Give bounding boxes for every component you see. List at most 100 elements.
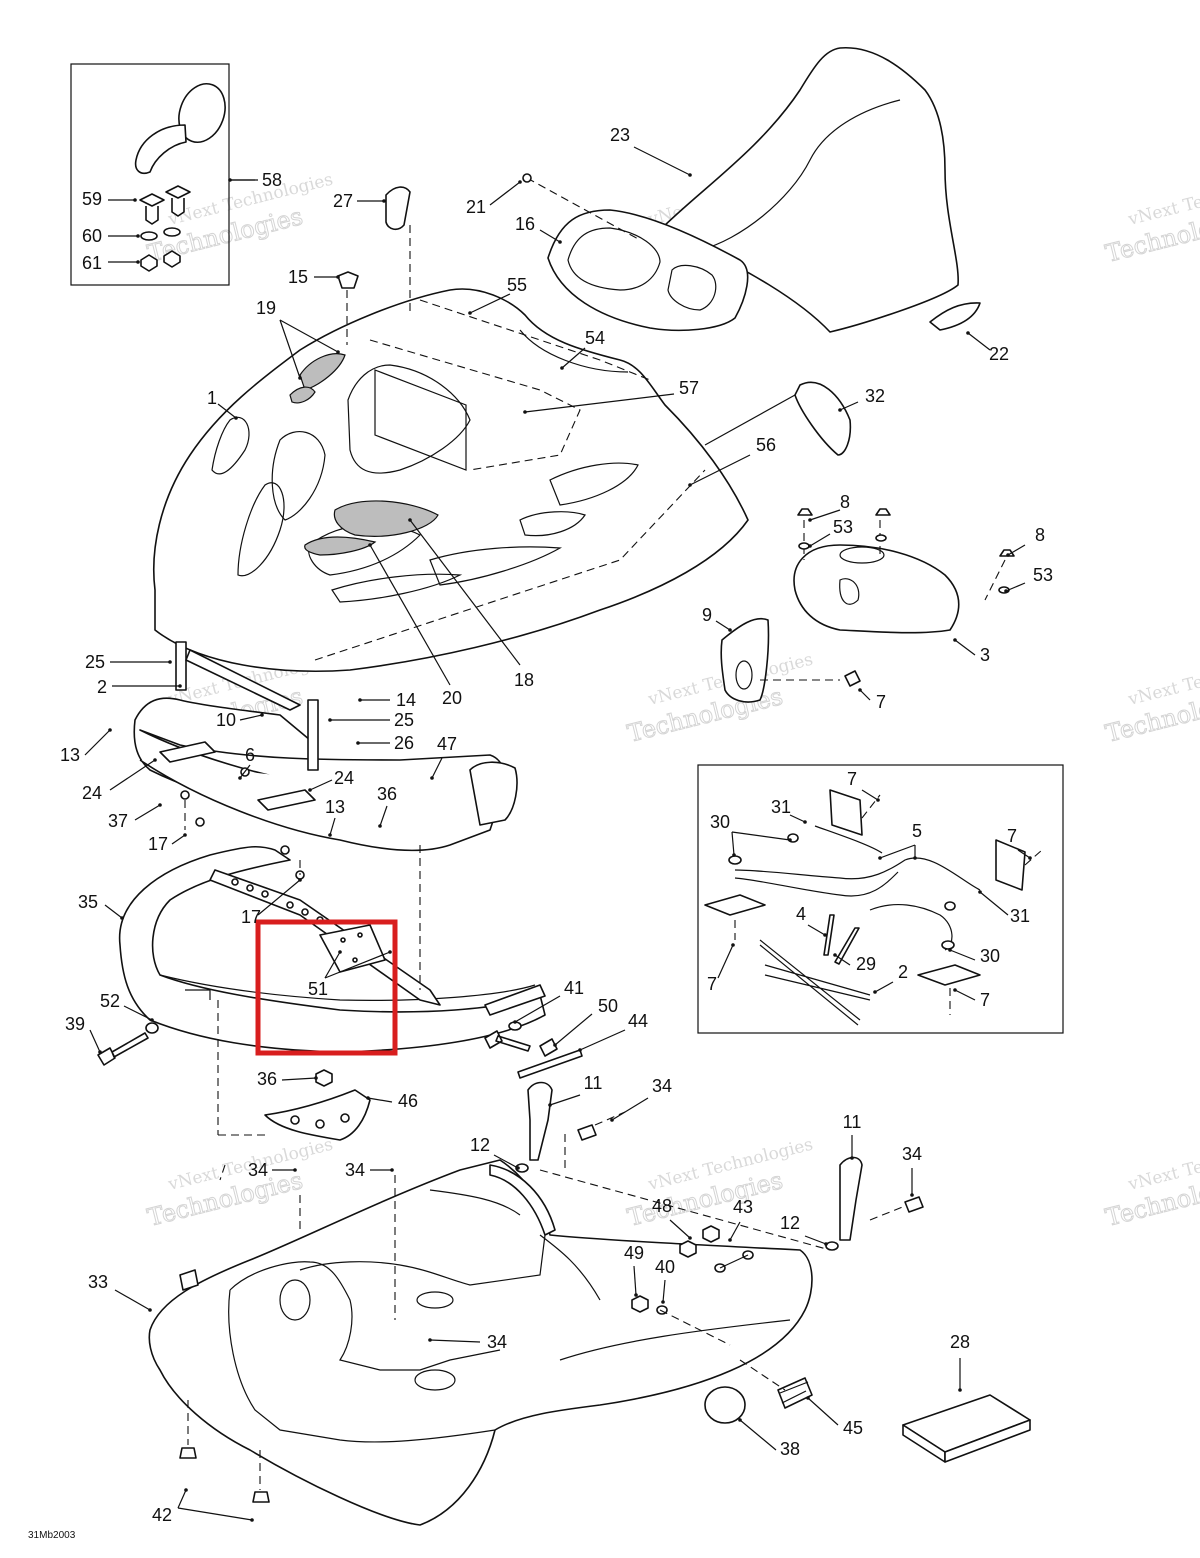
leader-arrowhead: [382, 199, 386, 203]
leader-arrowhead: [953, 638, 957, 642]
callout-number[interactable]: 19: [256, 298, 276, 318]
callout-number[interactable]: 58: [262, 170, 282, 190]
leader-arrowhead: [358, 698, 362, 702]
callout-number[interactable]: 33: [88, 1272, 108, 1292]
callout-number[interactable]: 7: [876, 692, 886, 712]
leader-arrowhead: [634, 1293, 638, 1297]
callout-number[interactable]: 8: [840, 492, 850, 512]
callout-number[interactable]: 9: [702, 605, 712, 625]
leader-line: [329, 817, 336, 836]
callout-number[interactable]: 24: [334, 768, 354, 788]
leader-arrowhead: [808, 544, 812, 548]
callout-number[interactable]: 31: [771, 797, 791, 817]
callout-number[interactable]: 34: [345, 1160, 365, 1180]
leader-line: [834, 954, 851, 966]
callout-number[interactable]: 52: [100, 991, 120, 1011]
callout-number[interactable]: 32: [865, 386, 885, 406]
callout-number[interactable]: 24: [82, 783, 102, 803]
callout-number[interactable]: 7: [847, 769, 857, 789]
callout-number[interactable]: 17: [241, 907, 261, 927]
callout-number[interactable]: 7: [980, 990, 990, 1010]
callout-number[interactable]: 57: [679, 378, 699, 398]
callout-number[interactable]: 1: [207, 388, 217, 408]
callout-number[interactable]: 5: [912, 821, 922, 841]
callout-number[interactable]: 16: [515, 214, 535, 234]
callout-number[interactable]: 36: [257, 1069, 277, 1089]
callout-number[interactable]: 50: [598, 996, 618, 1016]
callout-number[interactable]: 56: [756, 435, 776, 455]
callout-number[interactable]: 39: [65, 1014, 85, 1034]
callout-number[interactable]: 28: [950, 1332, 970, 1352]
callout-number[interactable]: 14: [396, 690, 416, 710]
callout-number[interactable]: 31: [1010, 906, 1030, 926]
callout-number[interactable]: 61: [82, 253, 102, 273]
callout-number[interactable]: 59: [82, 189, 102, 209]
callout-number[interactable]: 51: [308, 979, 328, 999]
callout-number[interactable]: 13: [325, 797, 345, 817]
callout-number[interactable]: 7: [707, 974, 717, 994]
bumper-part: [118, 845, 546, 1135]
callout-number[interactable]: 42: [152, 1505, 172, 1525]
callout-number[interactable]: 27: [333, 191, 353, 211]
leader-arrowhead: [553, 1043, 557, 1047]
callout-number[interactable]: 12: [470, 1135, 490, 1155]
leader-arrowhead: [688, 483, 692, 487]
callout-number[interactable]: 46: [398, 1091, 418, 1111]
callout-number[interactable]: 48: [652, 1196, 672, 1216]
callout-number[interactable]: 30: [980, 946, 1000, 966]
leader-arrowhead: [228, 178, 232, 182]
callout-number[interactable]: 3: [980, 645, 990, 665]
callout-number[interactable]: 21: [466, 197, 486, 217]
callout-number[interactable]: 34: [652, 1076, 672, 1096]
callout-number[interactable]: 35: [78, 892, 98, 912]
callout-number[interactable]: 7: [1007, 826, 1017, 846]
callout-number[interactable]: 36: [377, 784, 397, 804]
leader-arrowhead: [948, 948, 952, 952]
callout-number[interactable]: 34: [487, 1332, 507, 1352]
callout-number[interactable]: 34: [902, 1144, 922, 1164]
callout-number[interactable]: 8: [1035, 525, 1045, 545]
leader-line: [239, 764, 251, 779]
leader-arrowhead: [108, 728, 112, 732]
callout-number[interactable]: 25: [394, 710, 414, 730]
callout-number[interactable]: 44: [628, 1011, 648, 1031]
callout-number[interactable]: 37: [108, 811, 128, 831]
callout-number[interactable]: 15: [288, 267, 308, 287]
callout-number[interactable]: 26: [394, 733, 414, 753]
callout-number[interactable]: 20: [442, 688, 462, 708]
callout-number[interactable]: 2: [97, 677, 107, 697]
callout-number[interactable]: 18: [514, 670, 534, 690]
callout-number[interactable]: 34: [248, 1160, 268, 1180]
callout-number[interactable]: 49: [624, 1243, 644, 1263]
callout-number[interactable]: 53: [1033, 565, 1053, 585]
callout-number[interactable]: 17: [148, 834, 168, 854]
callout-number[interactable]: 47: [437, 734, 457, 754]
callout-number[interactable]: 53: [833, 517, 853, 537]
callout-number[interactable]: 2: [898, 962, 908, 982]
callout-number[interactable]: 11: [843, 1112, 862, 1132]
callout-number[interactable]: 4: [796, 904, 806, 924]
callout-number[interactable]: 30: [710, 812, 730, 832]
callout-number[interactable]: 41: [564, 978, 584, 998]
callout-number[interactable]: 25: [85, 652, 105, 672]
callout-number[interactable]: 40: [655, 1257, 675, 1277]
callout-number[interactable]: 55: [507, 275, 527, 295]
callout-number[interactable]: 43: [733, 1197, 753, 1217]
callout-number[interactable]: 23: [610, 125, 630, 145]
callout-number[interactable]: 45: [843, 1418, 863, 1438]
callout-number[interactable]: 38: [780, 1439, 800, 1459]
callout-number[interactable]: 60: [82, 226, 102, 246]
leader-arrowhead: [823, 933, 827, 937]
callout-number[interactable]: 22: [989, 344, 1009, 364]
leader-arrowhead: [731, 943, 735, 947]
callout-number[interactable]: 6: [245, 745, 255, 765]
callout-number[interactable]: 54: [585, 328, 605, 348]
callout-number[interactable]: 29: [856, 954, 876, 974]
callout-number[interactable]: 11: [584, 1073, 603, 1093]
callout-number[interactable]: 10: [216, 710, 236, 730]
callout-number[interactable]: 12: [780, 1213, 800, 1233]
callout-number[interactable]: 13: [60, 745, 80, 765]
leader-arrowhead: [523, 410, 527, 414]
